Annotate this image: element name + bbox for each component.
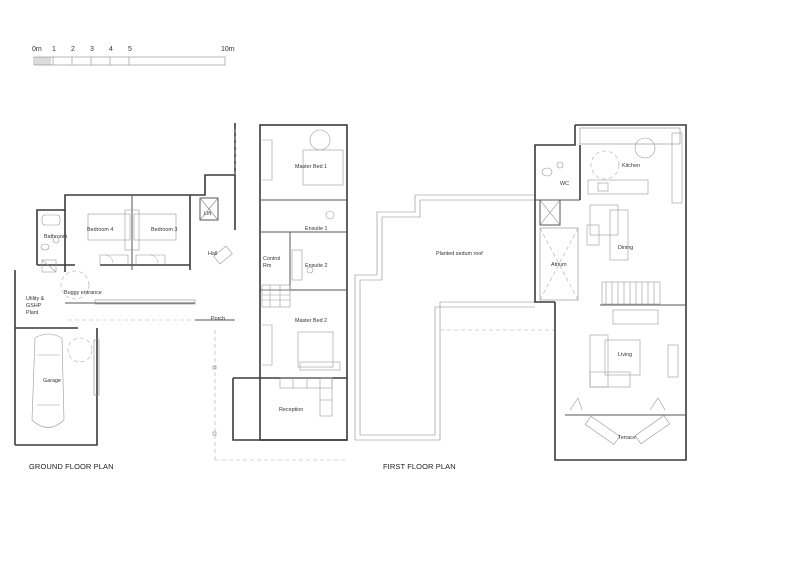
- room-label-porch: Porch: [211, 316, 226, 322]
- first-floor-plan-title: FIRST FLOOR PLAN: [383, 462, 456, 471]
- room-label-kitchen: Kitchen: [622, 163, 640, 169]
- room-label-hall: Hall: [208, 251, 218, 257]
- room-label-bathroom: Bathroom: [44, 234, 68, 240]
- scale-tick-3: 3: [90, 46, 94, 53]
- room-label-terrace: Terrace: [618, 435, 636, 441]
- scale-tick-1: 1: [52, 46, 56, 53]
- room-label-utility-2: GSHP: [26, 303, 42, 309]
- room-label-atrium: Atrium: [551, 262, 567, 268]
- first-floor-walls: [354, 124, 687, 461]
- room-label-bedroom-3: Bedroom 3: [151, 227, 178, 233]
- room-label-control-1: Control: [263, 256, 281, 262]
- room-label-dining: Dining: [618, 245, 634, 251]
- room-label-reception: Reception: [279, 407, 304, 413]
- scale-tick-5: 5: [128, 46, 132, 53]
- room-label-ensuite-1: Ensuite 1: [305, 226, 328, 232]
- room-label-master-bed-2: Master Bed 2: [295, 318, 328, 324]
- room-label-ensuite-2: Ensuite 2: [305, 263, 328, 269]
- room-label-control-2: Rm: [263, 263, 272, 269]
- scale-tick-2: 2: [71, 46, 75, 53]
- scale-tick-0: 0m: [32, 46, 42, 53]
- room-label-wc: WC: [560, 181, 569, 187]
- ground-floor-walls: [14, 123, 348, 461]
- room-label-utility-1: Utility &: [26, 296, 45, 302]
- scale-tick-10: 10m: [221, 46, 235, 53]
- ground-floor-plan-title: GROUND FLOOR PLAN: [29, 462, 114, 471]
- room-label-utility-3: Plant: [26, 310, 39, 316]
- room-label-master-bed-1: Master Bed 1: [295, 164, 328, 170]
- scale-bar: [33, 56, 226, 66]
- room-label-bedroom-4: Bedroom 4: [87, 227, 114, 233]
- room-label-lift: Lift: [204, 211, 212, 217]
- room-label-buggy-entrance: Buggy entrance: [64, 290, 102, 296]
- room-label-garage: Garage: [43, 378, 61, 384]
- room-label-planted-sedum-roof: Planted sedum roof: [436, 251, 483, 257]
- scale-tick-4: 4: [109, 46, 113, 53]
- room-label-living: Living: [618, 352, 633, 358]
